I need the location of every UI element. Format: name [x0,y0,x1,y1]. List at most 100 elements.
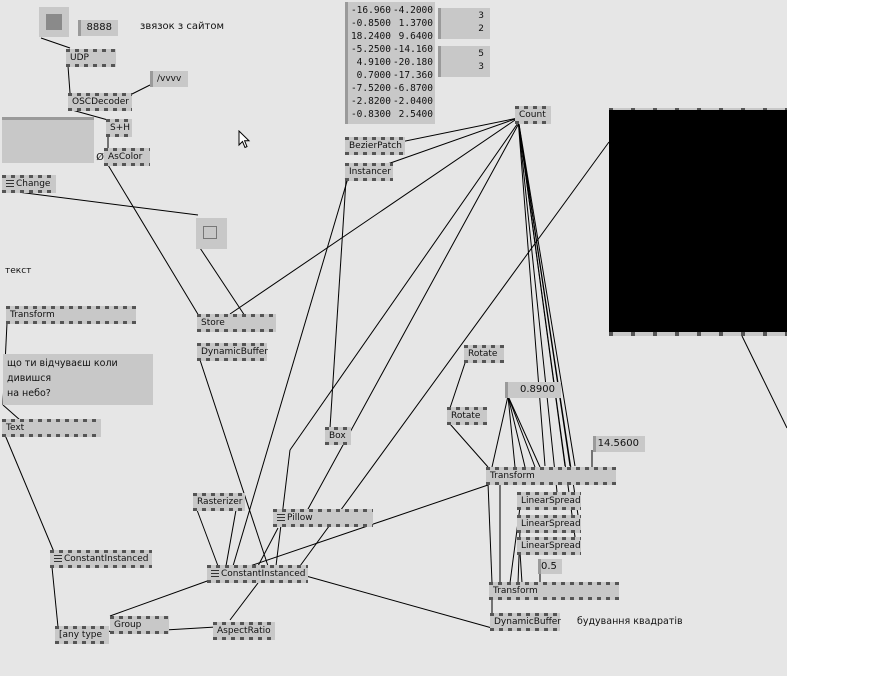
count-label: Count [519,110,546,120]
renderer-window[interactable] [609,110,787,333]
transform-bottom-label: Transform [493,586,538,596]
transform-left-node[interactable]: Transform [6,306,136,324]
value-0-5-box[interactable]: 0.5 [538,559,562,574]
constant-instanced-left-text: ConstantInstanced [64,554,149,564]
menu-icon [211,570,219,577]
value-0-89: 0.8900 [520,384,555,395]
ascolor-node[interactable]: AsColor [104,148,150,166]
spread-row: -16.960-4.2000 [348,5,436,17]
mouse-cursor-icon [238,130,251,149]
constant-instanced-mid-node[interactable]: ConstantInstanced [207,565,308,583]
dynamic-buffer-mid-node[interactable]: DynamicBuffer [197,343,269,361]
store-node[interactable]: Store [197,314,276,332]
rasterizer-node[interactable]: Rasterizer [193,493,245,511]
any-type-node[interactable]: [any type [55,626,109,644]
linear-spread-2-label: LinearSpread [521,519,581,529]
rotate-top-node[interactable]: Rotate [464,345,504,363]
question-text-box[interactable]: що ти відчуваєш коли дивишся на небо? [3,354,153,405]
spread-value-x: 18.2400 [350,31,391,42]
osc-address-box[interactable]: /vvvv [150,71,188,87]
instancer-node[interactable]: Instancer [345,163,393,181]
value-14-56-box[interactable]: 14.5600 [593,436,645,452]
menu-icon [277,514,285,521]
aspect-ratio-label: AspectRatio [217,626,271,636]
osc-decoder-node[interactable]: OSCDecoder [68,93,132,111]
spread-value-y: -17.360 [392,70,433,81]
linear-spread-2-node[interactable]: LinearSpread [517,515,581,533]
pillow-text: Pillow [287,513,313,523]
pillow-node[interactable]: Pillow [273,509,373,527]
box-node[interactable]: Box [325,427,351,445]
question-line-1: що ти відчуваєш коли дивишся [7,358,118,384]
linear-spread-3-label: LinearSpread [521,541,581,551]
any-type-label: [any type [59,630,103,640]
count-node[interactable]: Count [515,106,551,124]
spread-value-x: -16.960 [350,5,391,16]
change-text: Change [16,179,51,189]
spread-values-table[interactable]: -16.960-4.2000-0.8500 1.3700 18.2400 9.6400… [345,2,435,124]
instancer-label: Instancer [349,167,391,177]
change-label: Change [6,179,50,189]
pair-a-value-1: 3 [478,11,484,21]
color-preview-box[interactable]: Ø [2,117,104,163]
linear-spread-1-node[interactable]: LinearSpread [517,492,581,510]
spread-value-x: -5.2500 [350,44,391,55]
value-0-89-box[interactable]: 0.8900 [505,382,561,398]
spread-value-y: -2.0400 [392,96,433,107]
aspect-ratio-node[interactable]: AspectRatio [213,622,275,640]
bezier-patch-label: BezierPatch [349,141,402,151]
spread-value-y: 9.6400 [398,31,433,42]
dynamic-buffer-mid-label: DynamicBuffer [201,347,269,357]
udp-label: UDP [70,53,89,63]
spread-row: -0.8500 1.3700 [348,18,436,30]
ascolor-label: AsColor [108,152,143,162]
spread-value-x: -0.8300 [350,109,391,120]
pair-b-value-1: 5 [478,49,484,59]
store-label: Store [201,318,225,328]
spread-value-x: -7.5200 [350,83,391,94]
bang-toggle[interactable] [39,7,69,37]
bezier-patch-node[interactable]: BezierPatch [345,137,405,155]
transform-bottom-node[interactable]: Transform [489,582,619,600]
rasterizer-label: Rasterizer [197,497,243,507]
dynamic-buffer-right-node[interactable]: DynamicBuffer [490,613,561,631]
change-node[interactable]: Change [2,175,56,193]
square-build-label: будування квадратів [577,616,683,627]
udp-node[interactable]: UDP [66,49,116,67]
transform-right-label: Transform [490,471,535,481]
pair-b-box[interactable]: 5 3 [438,46,490,77]
linear-spread-3-node[interactable]: LinearSpread [517,537,581,555]
toggle-square [203,226,217,239]
transform-left-label: Transform [10,310,55,320]
spread-value-y: -4.2000 [392,5,433,16]
spread-row: -2.8200-2.0400 [348,96,436,108]
sample-hold-node[interactable]: S+H [106,119,132,137]
renderer-output-pins[interactable] [609,332,787,336]
rotate-bottom-node[interactable]: Rotate [447,407,487,425]
spread-row: 0.7000-17.360 [348,70,436,82]
text-node[interactable]: Text [2,419,101,437]
spread-value-x: 4.9100 [356,57,391,68]
spread-value-x: -2.8200 [350,96,391,107]
menu-icon [54,555,62,562]
rotate-bottom-label: Rotate [451,411,481,421]
constant-instanced-left-node[interactable]: ConstantInstanced [50,550,152,568]
transform-right-node[interactable]: Transform [486,467,616,485]
patch-canvas[interactable]: 8888 звязок з сайтом UDP /vvvv OSCDecode… [0,0,787,676]
spread-value-y: -6.8700 [392,83,433,94]
group-label: Group [114,620,142,630]
toggle-box[interactable] [196,218,227,249]
port-number-box[interactable]: 8888 [78,20,118,36]
group-node[interactable]: Group [110,616,169,634]
text-node-label: Text [6,423,25,433]
spread-value-y: 1.3700 [398,18,433,29]
spread-row: -0.8300 2.5400 [348,109,436,121]
zero-symbol: Ø [96,152,104,163]
spread-value-x: 0.7000 [356,70,391,81]
spread-value-y: -20.180 [392,57,433,68]
pair-a-box[interactable]: 3 2 [438,8,490,39]
spread-value-y: -14.160 [392,44,433,55]
constant-instanced-mid-text: ConstantInstanced [221,569,306,579]
spread-value-y: 2.5400 [398,109,433,120]
spread-value-x: -0.8500 [350,18,391,29]
